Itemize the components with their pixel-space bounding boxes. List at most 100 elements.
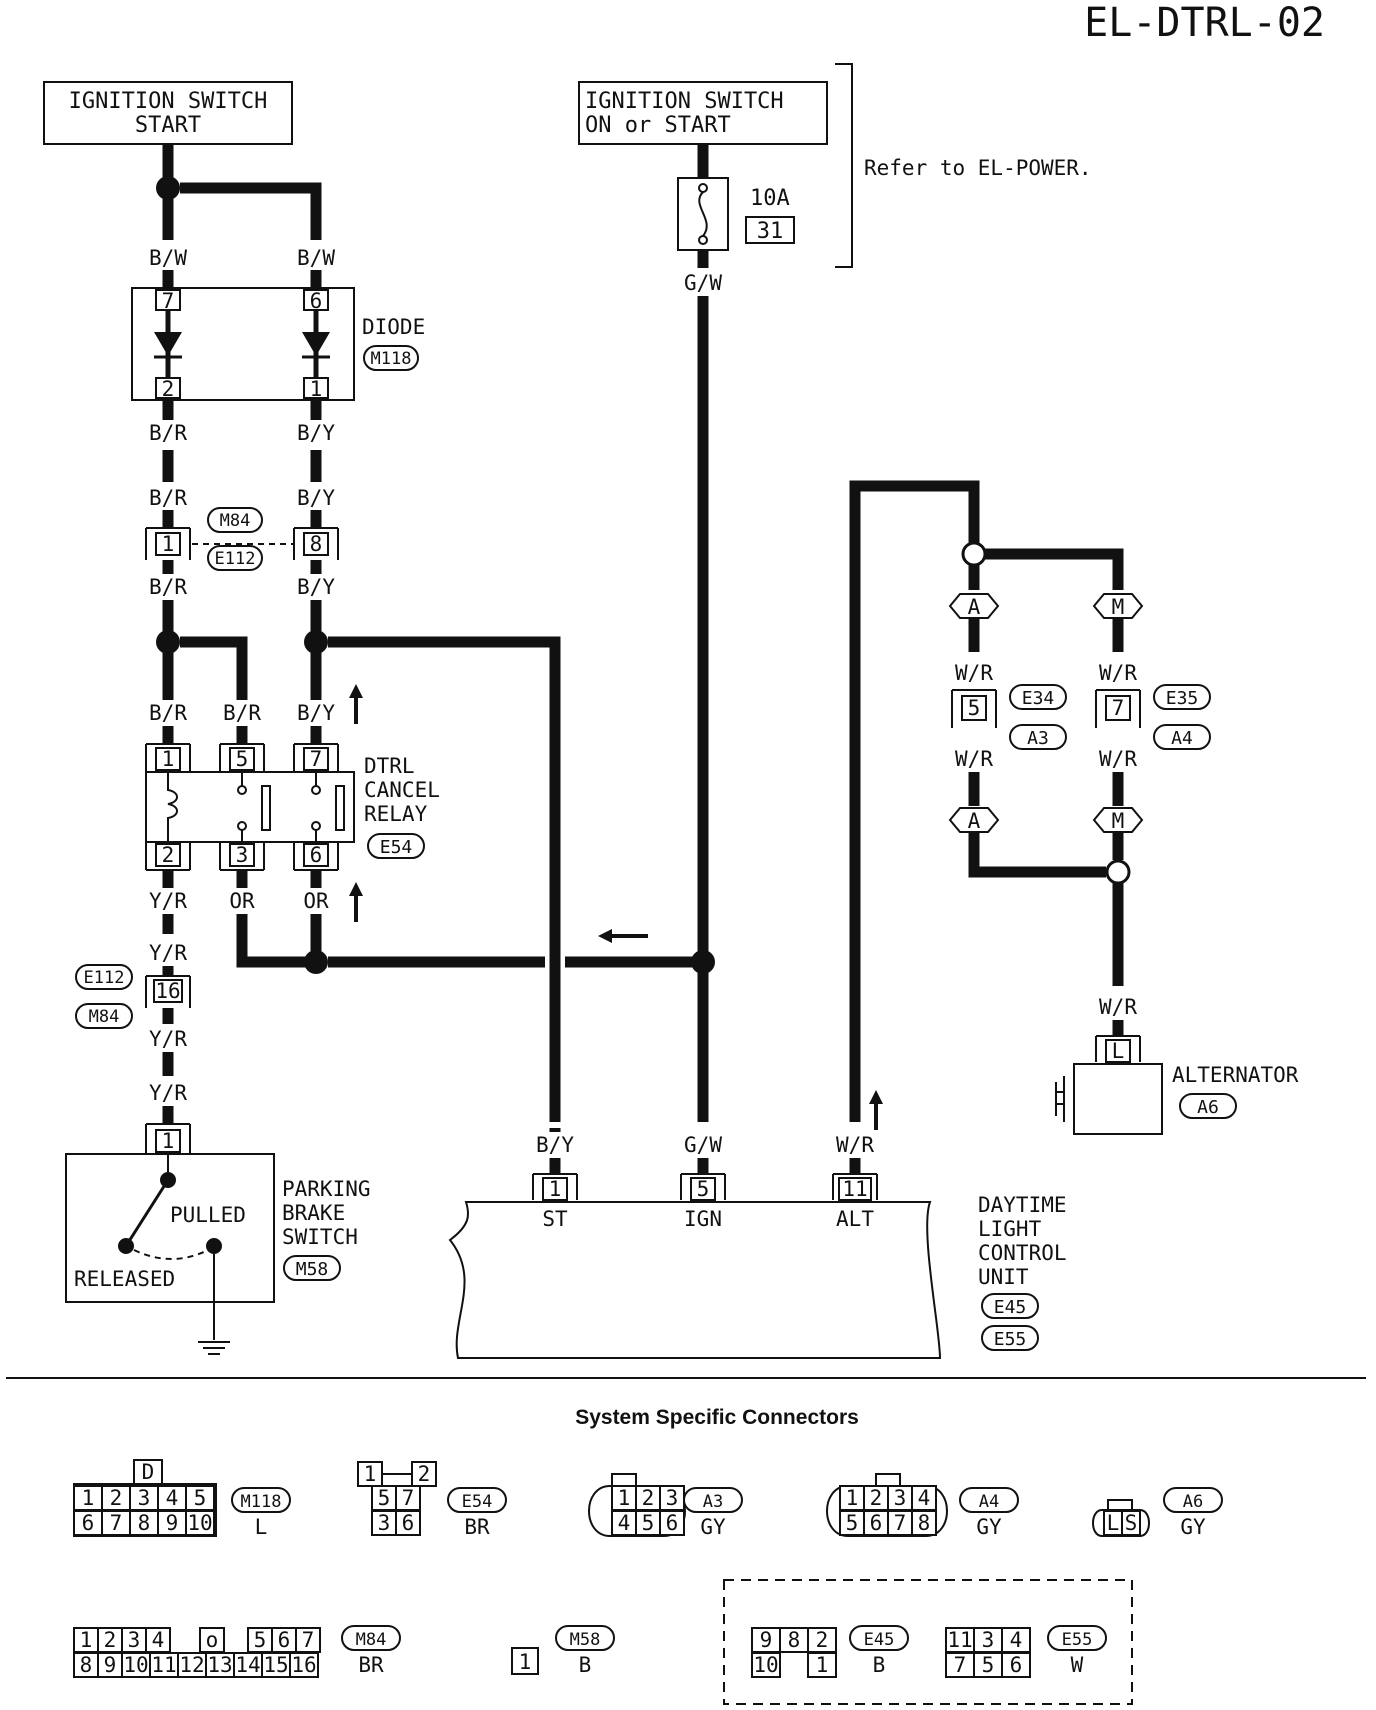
- joint-pin-8: 8: [310, 532, 323, 556]
- wire-label-yr-1: Y/R: [149, 889, 187, 913]
- wire-label-br-4: B/R: [149, 701, 187, 725]
- cu-label-3: CONTROL: [978, 1241, 1067, 1265]
- ign-start-line2: START: [135, 113, 201, 138]
- relay-pin-3: 3: [236, 843, 249, 867]
- dtrl-cancel-relay: 1 5 7 2 3 6 DTRL CANCEL RELAY E54: [145, 743, 440, 871]
- e55-pin-label: 3: [982, 1628, 995, 1652]
- a6-pin-label: L: [1107, 1511, 1120, 1535]
- m118-cell-8: [129, 1510, 159, 1536]
- wire-label-wr-3: W/R: [955, 747, 993, 771]
- m84-pin-label: 9: [104, 1653, 117, 1677]
- e54-cell-6: [395, 1510, 421, 1536]
- a4-pin-label: 4: [918, 1486, 931, 1510]
- m118-pin-label: 8: [138, 1511, 151, 1535]
- start-wiring: B/W B/W: [149, 144, 335, 288]
- e55-color: W: [1071, 1653, 1084, 1677]
- parking-brake-switch: 1 PULLED RELEASED PARKING BRAKE SWITCH M…: [65, 1123, 371, 1355]
- m84-pin-label: 11: [151, 1653, 176, 1677]
- relay-label-2: CANCEL: [364, 778, 440, 802]
- joint-connector-m84-e112: 1 8 M84 E112: [145, 507, 339, 571]
- relay-pin-5: 5: [236, 747, 249, 771]
- pb-joint-code-m84: M84: [89, 1007, 120, 1027]
- diode-pin-2: 2: [162, 377, 175, 401]
- m58-color: B: [579, 1653, 592, 1677]
- m118-pin-label: 6: [82, 1511, 95, 1535]
- a3-cell-3: [659, 1485, 685, 1511]
- diode-connector: M118: [371, 349, 412, 369]
- ign-on-line2: ON or START: [585, 113, 731, 138]
- e54-pin-label: 1: [364, 1462, 377, 1486]
- relay-connector: E54: [380, 837, 413, 858]
- a3-pin-label: 3: [666, 1486, 679, 1510]
- pb-joint-code-e112: E112: [84, 968, 125, 988]
- diode-m118: 7 6 2 1 DIODE M118: [131, 287, 425, 401]
- cu-pin-name-alt: ALT: [836, 1207, 874, 1231]
- ground-icon: [198, 1341, 230, 1355]
- m84-cell-6: [271, 1627, 297, 1653]
- relay-coil: [167, 772, 178, 842]
- ign-start-line1: IGNITION SWITCH: [69, 89, 268, 114]
- e54-code: E54: [462, 1492, 493, 1512]
- e55-cell-11: [945, 1627, 975, 1653]
- m84-pin-label: 5: [254, 1628, 267, 1652]
- relay-pin-7: 7: [310, 747, 323, 771]
- m84-cell-7: [295, 1627, 321, 1653]
- cu-pin-name-ign: IGN: [684, 1207, 722, 1231]
- cu-pin-1: 1: [549, 1177, 562, 1201]
- e54-pin-label: 6: [402, 1511, 415, 1535]
- relay-pin-2: 2: [162, 843, 175, 867]
- wire-label-br-3: B/R: [149, 575, 187, 599]
- diode-pin-1: 1: [310, 377, 323, 401]
- e55-code: E55: [1062, 1630, 1093, 1650]
- ignition-switch-on: IGNITION SWITCH ON or START: [578, 81, 828, 145]
- a3-cell-2: [635, 1485, 661, 1511]
- power-bracket: [835, 63, 853, 268]
- e45-cell-1: [807, 1652, 837, 1678]
- e45-pin-label: 10: [753, 1653, 778, 1677]
- wire-label-by-2: B/Y: [297, 486, 335, 510]
- connectors-title: System Specific Connectors: [575, 1406, 859, 1429]
- pb-released: RELEASED: [74, 1267, 175, 1291]
- a4-pin-label: 2: [870, 1486, 883, 1510]
- m118-cell-10: [185, 1510, 215, 1536]
- a3-pin-label: 2: [642, 1486, 655, 1510]
- m84-pin-label: 15: [263, 1653, 288, 1677]
- pb-label-1: PARKING: [282, 1177, 371, 1201]
- a3-color: GY: [700, 1515, 726, 1539]
- alt-code-e34: E34: [1022, 688, 1055, 709]
- e45-code: E45: [864, 1630, 895, 1650]
- e55-pin-label: 5: [982, 1653, 995, 1677]
- wire-label-yr-2: Y/R: [149, 941, 187, 965]
- m118-pin-label: 7: [110, 1511, 123, 1535]
- alt-code-a3: A3: [1027, 728, 1049, 749]
- marker-a-top: A: [968, 595, 981, 619]
- joint-code-e112: E112: [215, 549, 256, 569]
- e55-pin-label: 11: [947, 1628, 972, 1652]
- diode-symbol-left: [154, 332, 182, 356]
- a3-pin-label: 5: [642, 1511, 655, 1535]
- m118-cell-1: [73, 1485, 103, 1511]
- e45-cell-2: [807, 1627, 837, 1653]
- pb-label-3: SWITCH: [282, 1225, 358, 1249]
- m118-cell-9: [157, 1510, 187, 1536]
- m118-pin-label: 1: [82, 1486, 95, 1510]
- connector-m58: 1 M58 B: [511, 1625, 615, 1677]
- pb-joint-pin: 16: [155, 979, 180, 1003]
- wire-label-wr-5: W/R: [1099, 995, 1137, 1019]
- m84-cell-16: [289, 1652, 319, 1678]
- cu-wire-gw: G/W: [684, 1133, 722, 1157]
- a4-pin-label: 8: [918, 1511, 931, 1535]
- cu-wire-by: B/Y: [536, 1133, 574, 1157]
- wire-label-or-1: OR: [229, 889, 255, 913]
- e45-pin-label: 9: [760, 1628, 773, 1652]
- m84-code: M84: [356, 1630, 387, 1650]
- e45-pin-label: 8: [788, 1628, 801, 1652]
- relay-label-3: RELAY: [364, 802, 428, 826]
- wire-label-by-3: B/Y: [297, 575, 335, 599]
- wire-label-bw-right: B/W: [297, 246, 335, 270]
- a4-pin-label: 3: [894, 1486, 907, 1510]
- e55-cell-6: [1001, 1652, 1031, 1678]
